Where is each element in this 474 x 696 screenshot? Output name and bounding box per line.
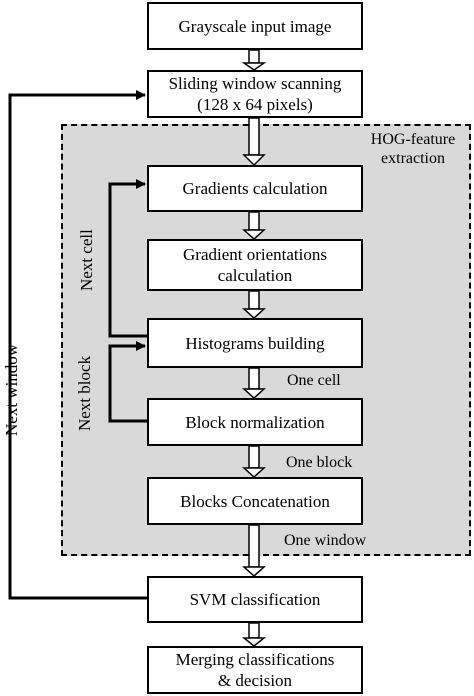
arrow-input-to-sliding bbox=[241, 49, 267, 71]
arrow-sliding-to-gradients bbox=[242, 117, 266, 167]
next-window-label: Next window bbox=[2, 343, 21, 436]
one-window-label: One window bbox=[284, 532, 367, 549]
histograms-building-box: Histograms building bbox=[147, 318, 363, 368]
sliding-window-scanning-box: Sliding window scanning (128 x 64 pixels… bbox=[147, 70, 363, 118]
grayscale-input-image-text: Grayscale input image bbox=[178, 16, 332, 36]
next-cell-loop-arrow bbox=[108, 179, 147, 338]
block-normalization-text: Block normalization bbox=[185, 412, 325, 432]
one-block-label: One block bbox=[286, 454, 353, 471]
merging-classifications-decision-text: Merging classifications & decision bbox=[175, 650, 335, 690]
one-cell-label: One cell bbox=[287, 372, 341, 389]
next-block-label: Next block bbox=[75, 355, 94, 431]
hog-feature-extraction-label: HOG-feature extraction bbox=[370, 131, 456, 167]
next-block-loop-arrow bbox=[108, 341, 147, 423]
gradient-orientations-calculation-text: Gradient orientations calculation bbox=[183, 245, 327, 285]
gradients-calculation-box: Gradients calculation bbox=[147, 165, 363, 212]
svm-classification-text: SVM classification bbox=[189, 590, 321, 609]
flow-arrows bbox=[241, 49, 267, 647]
gradients-calculation-text: Gradients calculation bbox=[182, 179, 328, 198]
sliding-window-scanning-text: Sliding window scanning (128 x 64 pixels… bbox=[168, 74, 342, 114]
arrow-orientations-to-histograms bbox=[242, 290, 266, 320]
histograms-building-text: Histograms building bbox=[185, 333, 325, 353]
grayscale-input-image-box: Grayscale input image bbox=[147, 2, 363, 50]
blocks-concatenation-box: Blocks Concatenation bbox=[147, 477, 363, 525]
loop-arrows bbox=[8, 90, 147, 600]
next-cell-label: Next cell bbox=[77, 229, 96, 291]
block-normalization-box: Block normalization bbox=[147, 398, 363, 446]
arrow-gradients-to-orientations bbox=[242, 211, 266, 241]
next-window-loop-arrow bbox=[8, 90, 147, 600]
arrow-svm-to-merge bbox=[241, 622, 267, 647]
blocks-concatenation-text: Blocks Concatenation bbox=[180, 491, 330, 511]
arrow-histograms-to-normalization bbox=[242, 367, 266, 400]
gradient-orientations-calculation-box: Gradient orientations calculation bbox=[147, 239, 363, 291]
merging-classifications-decision-box: Merging classifications & decision bbox=[147, 646, 363, 694]
arrow-concatenation-to-svm bbox=[242, 524, 266, 578]
arrow-normalization-to-concatenation bbox=[242, 445, 266, 479]
svm-classification-box: SVM classification bbox=[147, 576, 363, 623]
